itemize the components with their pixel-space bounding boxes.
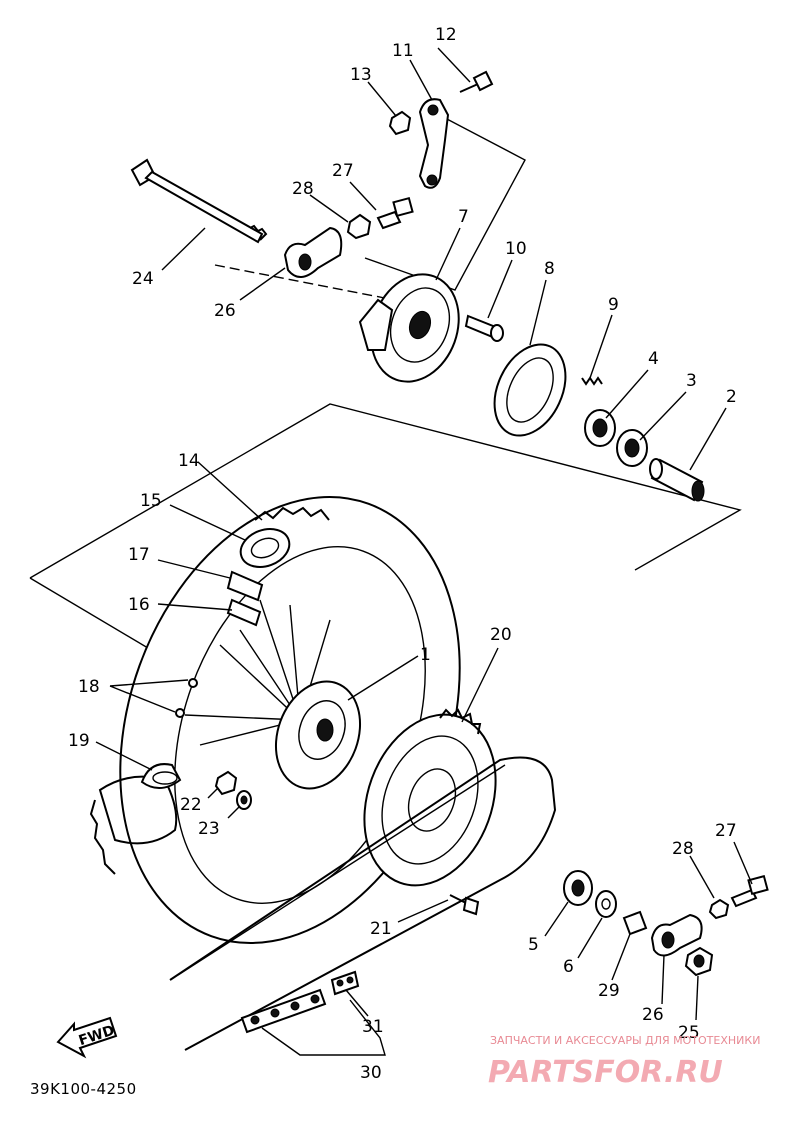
axle-collar xyxy=(622,910,648,936)
watermark: ЗАПЧАСТИ И АКСЕССУАРЫ ДЛЯ МОТОТЕХНИКИ PA… xyxy=(488,1034,760,1090)
callout-15: 15 xyxy=(140,491,162,511)
rim-band xyxy=(239,528,291,568)
drawing-code: 39K100-4250 xyxy=(30,1080,137,1098)
hub-nut xyxy=(214,770,238,796)
callout-labels: 12 11 13 27 28 7 10 8 24 26 9 4 3 2 14 1… xyxy=(68,25,737,1083)
callout-6: 6 xyxy=(563,957,574,977)
chain-adjuster-top xyxy=(283,226,343,278)
callout-18: 18 xyxy=(78,677,100,697)
callout-24: 24 xyxy=(132,269,154,289)
hub-spacer xyxy=(649,458,705,502)
sprocket-bolt xyxy=(449,894,480,916)
rear-hub xyxy=(274,680,362,790)
callout-10: 10 xyxy=(505,239,527,259)
callout-8: 8 xyxy=(544,259,555,279)
forward-arrow-icon: FWD xyxy=(56,1016,118,1059)
callout-19: 19 xyxy=(68,731,90,751)
callout-25: 25 xyxy=(678,1023,700,1043)
adjust-nut-bottom xyxy=(708,898,730,920)
brake-shoes xyxy=(493,343,567,437)
chain-adjuster-bottom xyxy=(650,913,703,957)
callout-21: 21 xyxy=(370,919,392,939)
tension-bar-bolt xyxy=(459,70,494,93)
callout-7: 7 xyxy=(458,207,469,227)
leader-lines xyxy=(95,47,753,1056)
brake-shoe-plate xyxy=(358,273,460,383)
lock-washer xyxy=(236,790,252,810)
callout-27-top: 27 xyxy=(332,161,354,181)
callout-12: 12 xyxy=(435,25,457,45)
callout-30: 30 xyxy=(360,1063,382,1083)
callout-3: 3 xyxy=(686,371,697,391)
rear-axle xyxy=(130,158,268,244)
drive-chain xyxy=(169,756,557,1051)
callout-2: 2 xyxy=(726,387,737,407)
callout-5: 5 xyxy=(528,935,539,955)
callout-26-top: 26 xyxy=(214,301,236,321)
callout-13: 13 xyxy=(350,65,372,85)
callout-26-bottom: 26 xyxy=(642,1005,664,1025)
tension-bar xyxy=(418,98,450,189)
adjust-bolt-top xyxy=(376,196,414,230)
adjust-bolt-bottom xyxy=(730,874,769,908)
brake-spring xyxy=(581,376,603,386)
oil-seal xyxy=(563,870,593,906)
adjust-nut-top xyxy=(346,213,372,240)
spoke-nipples xyxy=(175,678,198,718)
bearing-right xyxy=(616,429,648,467)
callout-28-top: 28 xyxy=(292,179,314,199)
callout-16: 16 xyxy=(128,595,150,615)
tension-bar-nut xyxy=(388,110,412,136)
collar-washer xyxy=(595,890,617,918)
watermark-brand: PARTSFOR.RU xyxy=(488,1055,723,1090)
callout-17: 17 xyxy=(128,545,150,565)
callout-31: 31 xyxy=(362,1017,384,1037)
callout-14: 14 xyxy=(178,451,200,471)
callout-28-bottom: 28 xyxy=(672,839,694,859)
inner-tube-valve xyxy=(226,570,264,627)
chain-master-link xyxy=(330,970,360,996)
bearing-left xyxy=(584,409,616,447)
callout-20: 20 xyxy=(490,625,512,645)
callout-27-bottom: 27 xyxy=(715,821,737,841)
callout-23: 23 xyxy=(198,819,220,839)
callout-29: 29 xyxy=(598,981,620,1001)
brake-camshaft xyxy=(464,314,504,342)
axle-nut xyxy=(684,946,714,977)
callout-1: 1 xyxy=(420,645,431,665)
callout-4: 4 xyxy=(648,349,659,369)
watermark-tagline: ЗАПЧАСТИ И АКСЕССУАРЫ ДЛЯ МОТОТЕХНИКИ xyxy=(490,1034,760,1047)
rear-sprocket xyxy=(363,708,497,887)
callout-22: 22 xyxy=(180,795,202,815)
callout-9: 9 xyxy=(608,295,619,315)
chain-section xyxy=(240,988,327,1034)
callout-11: 11 xyxy=(392,41,414,61)
